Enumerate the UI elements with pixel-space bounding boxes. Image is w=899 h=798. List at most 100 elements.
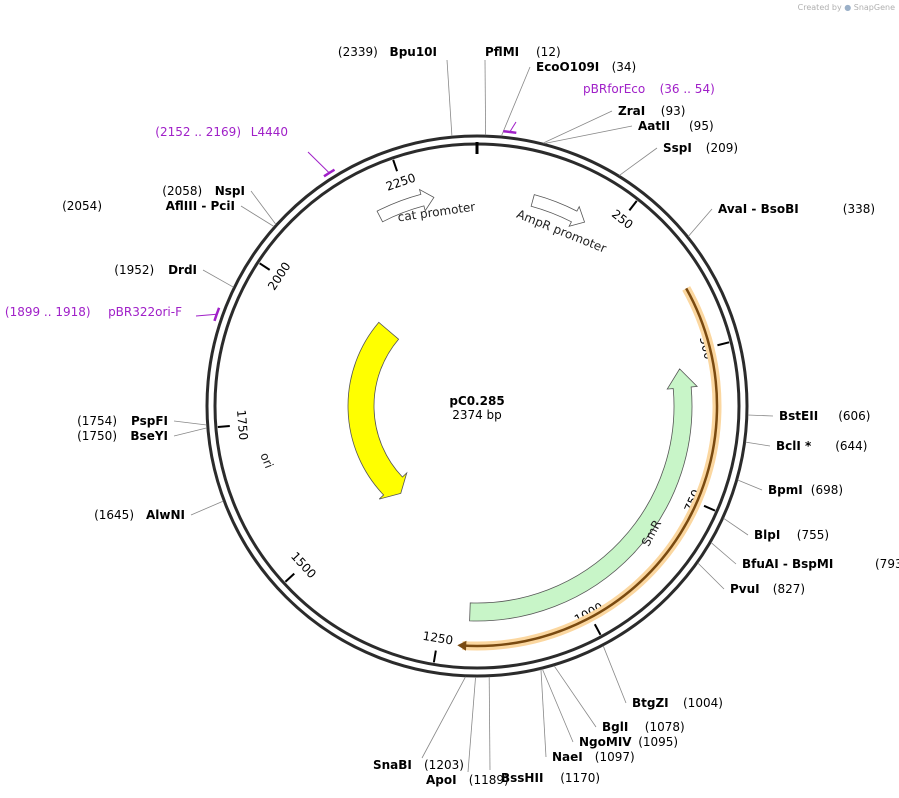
restriction-site[interactable]: DrdI(1952): [114, 263, 234, 288]
restriction-site[interactable]: BclI * (644): [745, 439, 868, 453]
restriction-site[interactable]: BtgZI (1004): [602, 645, 723, 710]
restriction-site[interactable]: AvaI - BsoBI (338): [688, 202, 875, 237]
orf-arrow: [462, 287, 719, 648]
site-leader-line: [173, 420, 207, 426]
site-leader-line: [250, 190, 277, 225]
site-leader-line: [421, 676, 466, 759]
restriction-site[interactable]: Bpu10I (2339): [338, 45, 453, 137]
restriction-site[interactable]: BssHII(1170): [488, 676, 600, 785]
primer-pbr322ori-f[interactable]: pBR322ori-F (1899 .. 1918): [5, 305, 221, 322]
site-name: BlpI: [754, 528, 780, 542]
site-name: BtgZI: [632, 696, 669, 710]
plasmid-backbone: [205, 134, 749, 678]
restriction-site[interactable]: AflIII - PciI(2054): [62, 199, 275, 227]
tick-mark: [717, 341, 730, 347]
tick-label: 2000: [265, 260, 293, 293]
primer-binding-arc: [323, 168, 336, 178]
site-name: SnaBI: [373, 758, 412, 772]
plasmid-name: pC0.285: [449, 394, 504, 408]
site-position: (1004): [683, 696, 723, 710]
tick-mark: [703, 504, 716, 512]
backbone-outer-ring: [205, 134, 749, 678]
site-leader-line: [544, 125, 633, 144]
site-name: AlwNI: [146, 508, 185, 522]
site-name: ZraI: [618, 104, 645, 118]
site-leader-line: [737, 479, 763, 491]
site-leader-line: [541, 668, 574, 743]
site-name: NgoMIV: [579, 735, 632, 749]
site-position: (606): [838, 409, 870, 423]
restriction-site[interactable]: NspI(2058): [162, 184, 277, 225]
site-name: PspFI: [131, 414, 168, 428]
feature-arrow-ori: [347, 321, 408, 500]
primer-range: (36 .. 54): [660, 82, 715, 96]
site-name: BssHII: [501, 771, 543, 785]
restriction-site[interactable]: SspI(209): [619, 141, 738, 176]
site-leader-line: [553, 665, 597, 728]
restriction-site[interactable]: BstEII (606): [747, 409, 871, 423]
site-position: (1750): [77, 429, 117, 443]
restriction-site[interactable]: PflMI(12): [484, 45, 561, 136]
site-leader-line: [488, 676, 491, 771]
site-position: (34): [612, 60, 637, 74]
site-position: (1645): [94, 508, 134, 522]
primer-l4440[interactable]: L4440 (2152 .. 2169): [155, 125, 336, 178]
site-name: BclI *: [776, 439, 812, 453]
snapgene-credit: Created by ● SnapGene: [798, 3, 895, 12]
site-name: PvuI: [730, 582, 760, 596]
site-position: (93): [661, 104, 686, 118]
primer-layer: pBRforEco(36 .. 54) L4440 (2152 .. 2169) pB…: [5, 82, 715, 322]
restriction-site[interactable]: NgoMIV(1095): [541, 668, 678, 749]
primer-range: (1899 .. 1918): [5, 305, 91, 319]
site-name: BfuAI - BspMI: [742, 557, 833, 571]
site-name: BstEII: [779, 409, 818, 423]
site-name: AvaI - BsoBI: [718, 202, 799, 216]
primer-leader-line: [509, 121, 517, 133]
restriction-site[interactable]: EcoO109I(34): [500, 60, 637, 137]
site-position: (95): [689, 119, 714, 133]
primer-range: (2152 .. 2169): [155, 125, 241, 139]
site-position: (12): [536, 45, 561, 59]
site-name: BpmI: [768, 483, 803, 497]
restriction-site[interactable]: PspFI(1754): [77, 414, 207, 428]
primer-pbrforeco[interactable]: pBRforEco(36 .. 54): [503, 82, 715, 135]
site-name: Bpu10I: [390, 45, 437, 59]
site-position: (2058): [162, 184, 202, 198]
restriction-site[interactable]: BseYI(1750): [77, 427, 207, 443]
site-name: BglI: [602, 720, 628, 734]
primer-name: L4440: [251, 125, 288, 139]
site-name: DrdI: [168, 263, 197, 277]
site-leader-line: [723, 518, 749, 536]
restriction-site[interactable]: BglI(1078): [553, 665, 685, 734]
restriction-site[interactable]: BfuAI - BspMI(793): [710, 542, 899, 571]
feature-arrow-cat-promoter: [376, 188, 435, 223]
restriction-site[interactable]: SnaBI(1203): [373, 676, 466, 772]
primer-name: pBR322ori-F: [108, 305, 182, 319]
site-name: NaeI: [552, 750, 583, 764]
restriction-site[interactable]: AlwNI (1645): [94, 500, 224, 522]
site-position: (644): [835, 439, 867, 453]
site-position: (698): [811, 483, 843, 497]
restriction-site[interactable]: ApoI(1189): [426, 676, 509, 787]
restriction-site[interactable]: AatII (95): [544, 119, 714, 144]
restriction-site[interactable]: BpmI (698): [737, 479, 843, 497]
restriction-site[interactable]: PvuI(827): [697, 562, 805, 596]
tick-mark: [259, 262, 271, 271]
restriction-site[interactable]: NaeI (1097): [540, 669, 635, 764]
site-position: (338): [843, 202, 875, 216]
restriction-site[interactable]: ZraI (93): [542, 104, 686, 144]
site-position: (1189): [469, 773, 509, 787]
site-name: AatII: [638, 119, 670, 133]
site-leader-line: [190, 500, 224, 516]
site-position: (209): [706, 141, 738, 155]
site-position: (1097): [595, 750, 635, 764]
primer-leader-line: [307, 151, 330, 174]
restriction-site[interactable]: BlpI(755): [723, 518, 829, 542]
tick-mark: [392, 159, 399, 172]
restriction-sites: Bpu10I (2339) PflMI(12)EcoO109I(34)ZraI (93…: [62, 45, 899, 787]
site-leader-line: [446, 59, 453, 137]
orf-arrowhead: [457, 640, 467, 651]
site-position: (2339): [338, 45, 378, 59]
site-leader-line: [602, 645, 627, 704]
